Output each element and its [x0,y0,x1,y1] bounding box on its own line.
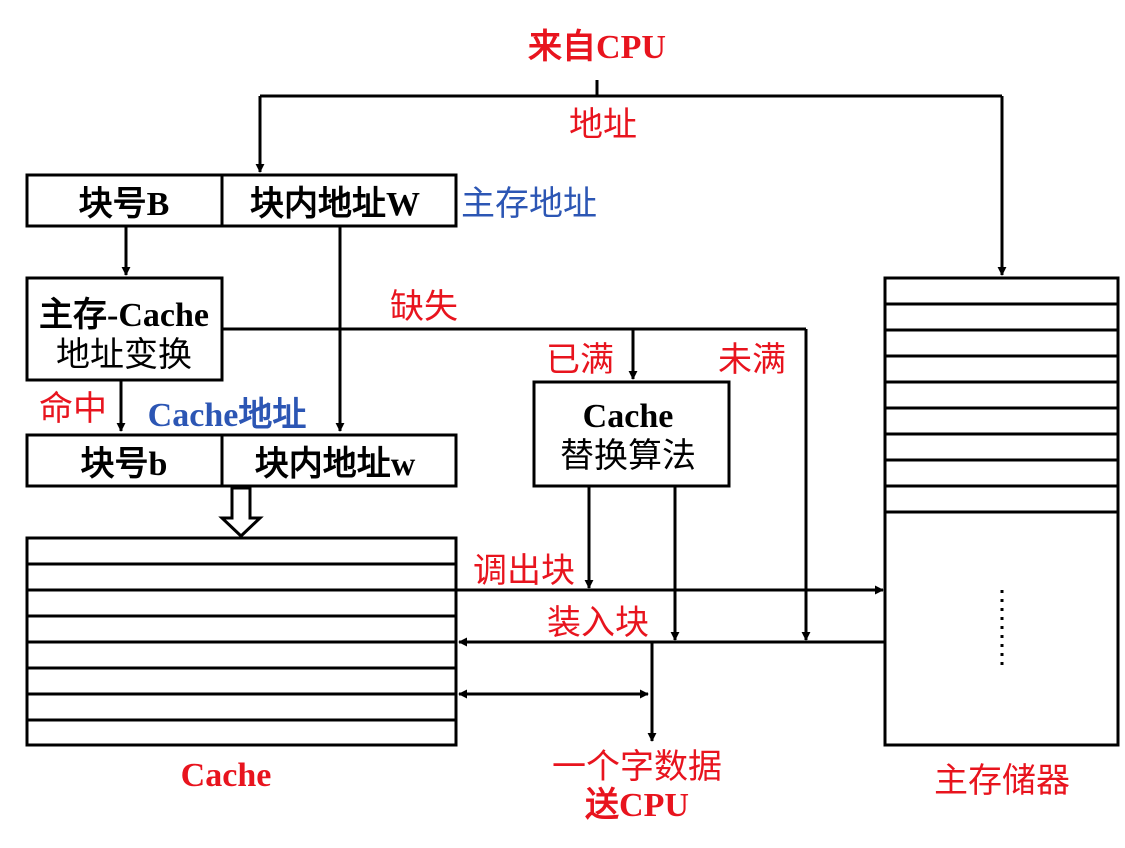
cache-address-label: Cache地址 [148,396,307,434]
hit-label: 命中 [39,390,107,428]
full-label: 已满 [546,341,614,379]
replacement-line2: 替换算法 [560,437,696,475]
send-word-line1: 一个字数据 [552,748,722,786]
miss-label: 缺失 [390,288,458,326]
main-memory-caption: 主存储器 [934,762,1070,800]
replacement-algorithm-box [532,380,731,488]
evict-block-label: 调出块 [473,552,575,590]
main-block-offset-label: 块内地址W [250,185,420,223]
main-block-number-label: 块号B [79,185,170,223]
main-address-box [25,173,458,228]
hollow-down-arrow-icon [218,486,264,539]
send-word-line2: 送CPU [585,786,689,824]
address-translation-box [25,276,224,382]
from-cpu-label: 来自CPU [528,28,666,66]
connector-lines [116,80,1007,742]
cache-memory [25,536,458,747]
cache-address-box [25,433,458,488]
address-label: 地址 [569,106,637,144]
replacement-line1: Cache [583,398,674,435]
not-full-label: 未满 [718,341,786,379]
cache-block-offset-label: 块内地址w [255,445,416,483]
translation-line1: 主存-Cache [39,296,209,334]
load-block-label: 装入块 [547,604,649,642]
cache-caption: Cache [181,757,272,794]
cache-block-number-label: 块号b [81,445,168,483]
main-memory-address-label: 主存地址 [461,185,597,223]
main-memory [883,276,1120,747]
translation-line2: 地址变换 [56,336,192,374]
